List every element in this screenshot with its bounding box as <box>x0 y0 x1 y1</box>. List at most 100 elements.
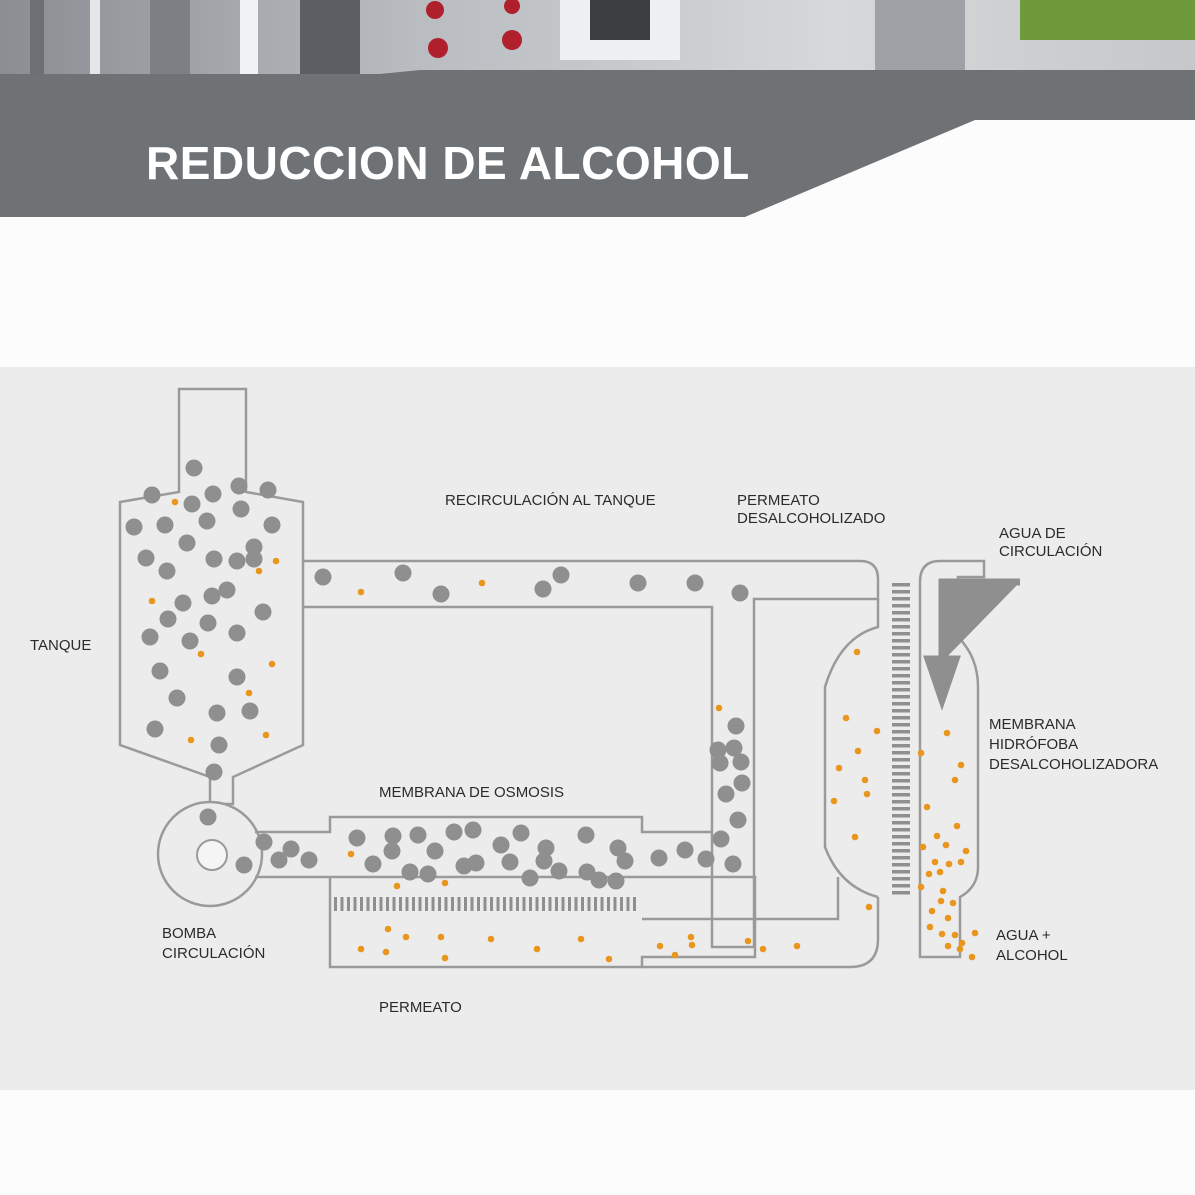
wine-molecule <box>537 839 555 857</box>
alcohol-molecule <box>347 850 355 858</box>
alcohol-molecule <box>441 954 449 962</box>
wine-molecule <box>228 624 246 642</box>
wine-molecule <box>534 580 552 598</box>
osmosis-membrane-segment <box>607 897 610 911</box>
alcohol-molecule <box>957 761 965 769</box>
label-water-alcohol-2: ALCOHOL <box>996 947 1068 964</box>
alcohol-molecule <box>268 660 276 668</box>
hydrophobic-membrane-segment <box>892 583 910 587</box>
title-banner: REDUCCION DE ALCOHOL <box>0 0 1195 230</box>
wine-molecule <box>578 863 596 881</box>
alcohol-molecule <box>357 945 365 953</box>
osmosis-membrane-segment <box>464 897 467 911</box>
hydrophobic-membrane-segment <box>892 590 910 594</box>
header-photo <box>0 0 1195 76</box>
osmosis-membrane-segment <box>555 897 558 911</box>
osmosis-membrane-segment <box>425 897 428 911</box>
wine-molecule <box>218 581 236 599</box>
wine-molecule <box>712 830 730 848</box>
alcohol-molecule <box>939 887 947 895</box>
wine-molecule <box>151 662 169 680</box>
osmosis-membrane-segment <box>568 897 571 911</box>
alcohol-molecule <box>533 945 541 953</box>
alcohol-molecule <box>873 727 881 735</box>
hydrophobic-membrane-segment <box>892 863 910 867</box>
wine-molecule <box>203 587 221 605</box>
alcohol-molecule <box>944 914 952 922</box>
alcohol-molecule <box>382 948 390 956</box>
osmosis-membrane-segment <box>529 897 532 911</box>
wine-molecule <box>178 534 196 552</box>
wine-molecule <box>729 811 747 829</box>
wine-molecule <box>384 827 402 845</box>
osmosis-membrane-segment <box>633 897 636 911</box>
hydrophobic-membrane-segment <box>892 786 910 790</box>
hydrophobic-membrane-segment <box>892 856 910 860</box>
alcohol-molecule <box>715 704 723 712</box>
hydrophobic-membrane-segment <box>892 709 910 713</box>
alcohol-molecule <box>357 588 365 596</box>
wine-molecule <box>199 614 217 632</box>
wine-molecule <box>711 754 729 772</box>
wine-molecule <box>727 717 745 735</box>
alcohol-molecule <box>835 764 843 772</box>
wine-molecule <box>174 594 192 612</box>
osmosis-membrane-segment <box>581 897 584 911</box>
wine-molecule <box>650 849 668 867</box>
osmosis-membrane-segment <box>496 897 500 911</box>
wine-molecule <box>521 869 539 887</box>
wine-molecule <box>512 824 530 842</box>
alcohol-molecule <box>255 567 263 575</box>
wine-molecule <box>676 841 694 859</box>
alcohol-molecule <box>923 803 931 811</box>
osmosis-membrane-segment <box>594 897 597 911</box>
osmosis-membrane-segment <box>353 897 357 911</box>
wine-molecule <box>731 584 749 602</box>
alcohol-molecule <box>187 736 195 744</box>
osmosis-membrane-segment <box>561 897 565 911</box>
wine-molecule <box>245 538 263 556</box>
label-circulation-water-1: AGUA DE <box>999 525 1066 542</box>
alcohol-molecule <box>854 747 862 755</box>
hydrophobic-membrane-segment <box>892 800 910 804</box>
wine-molecule <box>254 603 272 621</box>
alcohol-molecule <box>917 749 925 757</box>
wine-molecule <box>364 855 382 873</box>
hydrophobic-membrane-segment <box>892 758 910 762</box>
osmosis-membrane-segment <box>379 897 383 911</box>
wine-molecule <box>228 552 246 570</box>
osmosis-membrane-segment <box>483 897 487 911</box>
wine-molecule <box>125 518 143 536</box>
alcohol-molecule <box>148 597 156 605</box>
osmosis-membrane-segment <box>516 897 519 911</box>
hydrophobic-membrane-segment <box>892 772 910 776</box>
permeate-return-pipe <box>642 877 840 921</box>
wine-molecule <box>235 856 253 874</box>
alcohol-molecule <box>842 714 850 722</box>
pump-rotor <box>196 839 228 871</box>
wine-molecule <box>300 851 318 869</box>
osmosis-membrane-segment <box>542 897 545 911</box>
hydrophobic-membrane-segment <box>892 653 910 657</box>
alcohol-molecule <box>942 841 950 849</box>
wine-molecule <box>607 872 625 890</box>
alcohol-molecule <box>759 945 767 953</box>
hydrophobic-membrane-segment <box>892 674 910 678</box>
hydrophobic-membrane-segment <box>892 884 910 888</box>
wine-molecule <box>314 568 332 586</box>
alcohol-molecules <box>148 498 979 963</box>
circulation-water-vessel <box>918 559 986 959</box>
alcohol-molecule <box>851 833 859 841</box>
alcohol-molecule <box>917 883 925 891</box>
osmosis-membrane-segment <box>626 897 630 911</box>
alcohol-molecule <box>393 882 401 890</box>
wine-molecule <box>725 739 743 757</box>
alcohol-molecule <box>171 498 179 506</box>
hydrophobic-membrane-segment <box>892 723 910 727</box>
label-permeate: PERMEATO <box>379 999 462 1016</box>
label-hydrophobic-2: HIDRÓFOBA <box>989 736 1078 753</box>
hydrophobic-membrane-segment <box>892 835 910 839</box>
alcohol-molecule <box>925 870 933 878</box>
alcohol-molecule <box>605 955 613 963</box>
alcohol-molecule <box>937 897 945 905</box>
